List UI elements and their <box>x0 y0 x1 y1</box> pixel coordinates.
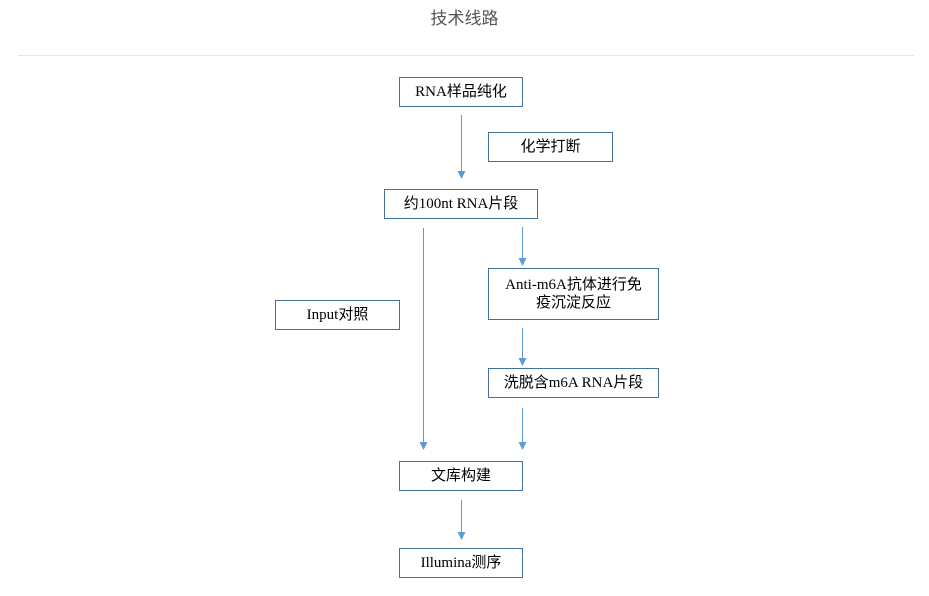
arrow-fragments-to-immunoprecipitation <box>518 227 527 266</box>
node-chemical-fragmentation: 化学打断 <box>488 132 613 162</box>
node-label: 文库构建 <box>430 468 491 484</box>
node-label: Input对照 <box>306 307 369 323</box>
title-divider <box>18 55 914 56</box>
arrow-elution-to-library <box>518 408 527 450</box>
arrow-purification-to-fragments <box>457 115 466 179</box>
node-rna-fragments: 约100nt RNA片段 <box>384 189 538 219</box>
node-label: RNA样品纯化 <box>415 84 507 100</box>
node-label: 约100nt RNA片段 <box>403 196 519 212</box>
node-label-line-2: 疫沉淀反应 <box>535 295 611 311</box>
arrow-fragments-to-library <box>419 228 428 450</box>
node-label: 化学打断 <box>520 139 581 155</box>
node-immunoprecipitation: Anti-m6A抗体进行免 疫沉淀反应 <box>488 268 659 320</box>
node-input-control: Input对照 <box>275 300 400 330</box>
page-title: 技术线路 <box>430 9 499 28</box>
node-sequencing: Illumina测序 <box>399 548 523 578</box>
arrow-library-to-sequencing <box>457 500 466 540</box>
arrow-immunoprecipitation-to-elution <box>518 328 527 366</box>
node-label: Illumina测序 <box>420 555 502 571</box>
node-elution: 洗脱含m6A RNA片段 <box>488 368 659 398</box>
node-label: 洗脱含m6A RNA片段 <box>503 375 644 391</box>
node-label-line-1: Anti-m6A抗体进行免 <box>505 277 642 293</box>
node-rna-purification: RNA样品纯化 <box>399 77 523 107</box>
node-library-construction: 文库构建 <box>399 461 523 491</box>
